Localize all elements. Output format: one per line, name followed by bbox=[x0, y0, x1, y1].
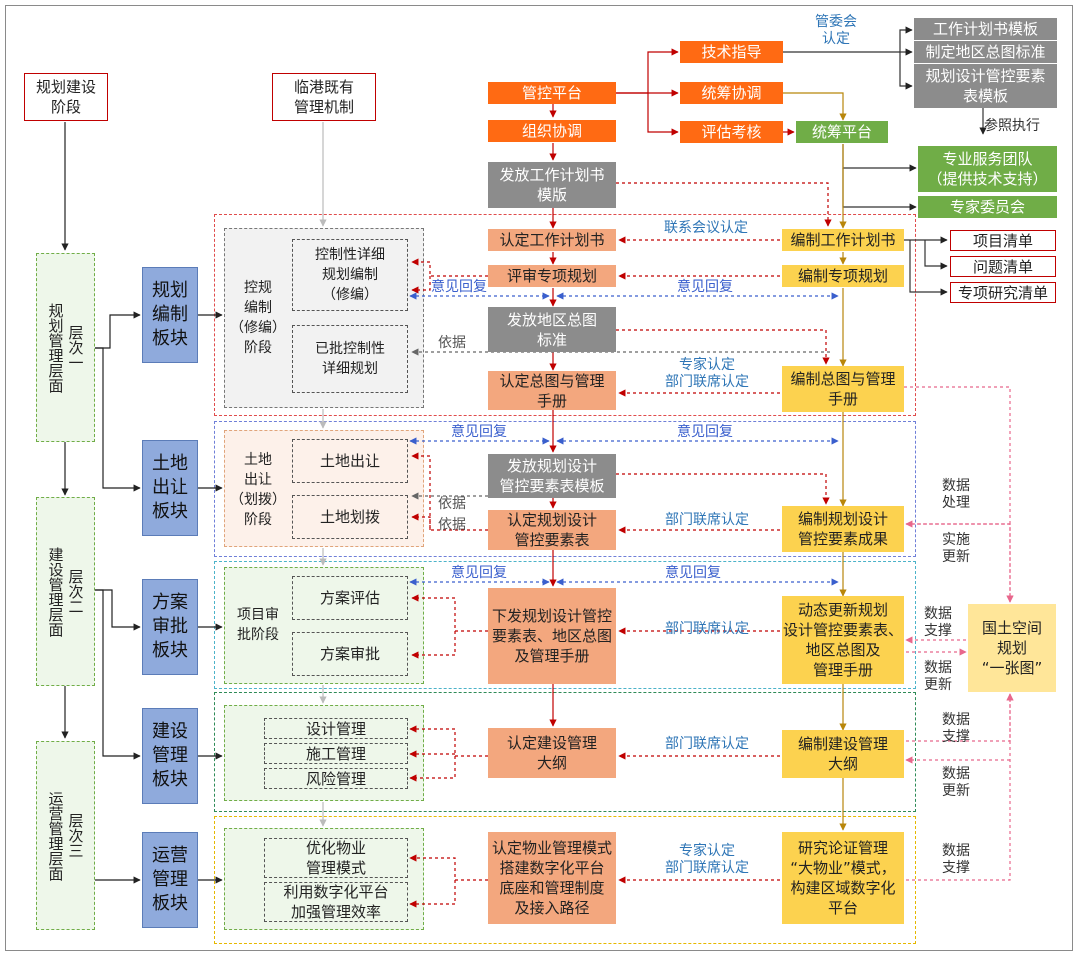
confirm-master-manual: 认定总图与管理 手册 bbox=[488, 371, 616, 410]
operate-phase-item-b: 利用数字化平台 加强管理效率 bbox=[264, 882, 408, 922]
operate-phase-panel bbox=[224, 828, 424, 930]
scheme-phase-item-a: 方案评估 bbox=[292, 576, 408, 620]
land-phase-item-b: 土地划拨 bbox=[292, 495, 408, 539]
confirm-construction-outline: 认定建设管理 大纲 bbox=[488, 728, 616, 778]
label-data-process: 数据 处理 bbox=[942, 478, 970, 511]
label-feedback-3b: 意见回复 bbox=[665, 565, 721, 581]
plan-phase-label: 控规 编制 （修编） 阶段 bbox=[230, 280, 286, 356]
module-operate: 运营 管理 板块 bbox=[142, 832, 198, 928]
label-expert-joint-1: 专家认定 部门联席认定 bbox=[665, 357, 749, 390]
level-two-label: 层次二 建设管理层面 bbox=[46, 546, 85, 637]
expert-committee: 专家委员会 bbox=[918, 196, 1057, 218]
label-basis-1: 依据 bbox=[438, 335, 466, 351]
draft-master-manual: 编制总图与管理 手册 bbox=[782, 366, 904, 412]
existing-mechanism-box: 临港既有 管理机制 bbox=[272, 73, 376, 121]
issue-master-standard: 发放地区总图 标准 bbox=[488, 307, 616, 352]
project-list: 项目清单 bbox=[950, 230, 1056, 251]
land-phase-label: 土地 出让 （划拨） 阶段 bbox=[230, 452, 286, 528]
evaluation-assessment: 评估考核 bbox=[680, 121, 783, 143]
label-data-support-3: 数据 支撑 bbox=[942, 843, 970, 876]
label-feedback-1a: 意见回复 bbox=[431, 279, 487, 295]
operate-phase-item-a: 优化物业 管理模式 bbox=[264, 838, 408, 878]
scheme-phase-label: 项目审 批阶段 bbox=[237, 607, 279, 643]
label-data-update-2: 数据 更新 bbox=[942, 766, 970, 799]
build-phase-item-c: 风险管理 bbox=[264, 768, 408, 789]
plan-phase-panel bbox=[224, 228, 424, 408]
scheme-phase-panel bbox=[224, 567, 424, 684]
professional-team: 专业服务团队 （提供技术支持） bbox=[918, 146, 1057, 192]
coordination-platform: 统筹平台 bbox=[796, 121, 888, 143]
label-feedback-3a: 意见回复 bbox=[451, 565, 507, 581]
confirm-work-plan: 认定工作计划书 bbox=[488, 229, 616, 251]
level-three-label: 层次三 运营管理层面 bbox=[46, 790, 85, 881]
issue-plan-template: 发放工作计划书 模版 bbox=[488, 162, 616, 208]
committee-recognition-label: 管委会 认定 bbox=[815, 14, 857, 47]
plan-phase-item-b: 已批控制性 详细规划 bbox=[292, 325, 408, 393]
label-feedback-2a: 意见回复 bbox=[451, 424, 507, 440]
label-expert-joint-2: 专家认定 部门联席认定 bbox=[665, 843, 749, 876]
label-impl-update: 实施 更新 bbox=[942, 532, 970, 565]
issue-element-template: 发放规划设计 管控要素表模板 bbox=[488, 454, 616, 498]
layer-scheme-region bbox=[214, 561, 916, 689]
label-data-support-1: 数据 支撑 bbox=[924, 606, 952, 639]
template-master-standard: 制定地区总图标准 bbox=[914, 41, 1057, 63]
overall-coordination: 统筹协调 bbox=[680, 82, 783, 104]
control-platform: 管控平台 bbox=[488, 82, 616, 104]
draft-special-plan: 编制专项规划 bbox=[782, 265, 904, 287]
dynamic-update: 动态更新规划 设计管控要素表、 地区总图及 管理手册 bbox=[782, 596, 904, 684]
module-plan: 规划 编制 板块 bbox=[142, 267, 198, 363]
organize-coordinate: 组织协调 bbox=[488, 120, 616, 142]
level-two-box: 层次二 建设管理层面 bbox=[36, 497, 95, 686]
technical-guidance: 技术指导 bbox=[680, 41, 783, 63]
label-joint-meeting: 联系会议认定 bbox=[664, 220, 748, 236]
layer-land-region bbox=[214, 421, 916, 557]
stage-box: 规划建设 阶段 bbox=[24, 73, 108, 121]
land-phase-panel bbox=[224, 430, 424, 547]
confirm-element-table: 认定规划设计 管控要素表 bbox=[488, 510, 616, 550]
label-data-update-1: 数据 更新 bbox=[924, 660, 952, 693]
template-work-plan: 工作计划书模板 bbox=[914, 18, 1057, 40]
research-list: 专项研究清单 bbox=[950, 282, 1056, 303]
plan-phase-item-a: 控制性详细 规划编制 （修编） bbox=[292, 239, 408, 311]
build-phase-item-a: 设计管理 bbox=[264, 718, 408, 739]
module-land: 土地 出让 板块 bbox=[142, 440, 198, 536]
draft-construction-outline: 编制建设管理 大纲 bbox=[782, 730, 904, 778]
layer-build-region bbox=[214, 692, 916, 812]
build-phase-item-b: 施工管理 bbox=[264, 743, 408, 764]
scheme-phase-item-b: 方案审批 bbox=[292, 632, 408, 676]
level-one-label: 层次一 规划管理层面 bbox=[46, 302, 85, 393]
label-dept-joint-1: 部门联席认定 bbox=[665, 512, 749, 528]
draft-element-results: 编制规划设计 管控要素成果 bbox=[782, 506, 904, 552]
land-phase-item-a: 土地出让 bbox=[292, 439, 408, 483]
module-build: 建设 管理 板块 bbox=[142, 708, 198, 804]
level-three-box: 层次三 运营管理层面 bbox=[36, 741, 95, 930]
template-control-elements: 规划设计管控要素 表模板 bbox=[914, 64, 1057, 108]
label-data-support-2: 数据 支撑 bbox=[942, 712, 970, 745]
label-feedback-2b: 意见回复 bbox=[677, 424, 733, 440]
level-one-box: 层次一 规划管理层面 bbox=[36, 253, 95, 442]
label-dept-joint-2: 部门联席认定 bbox=[665, 621, 749, 637]
reference-label: 参照执行 bbox=[984, 118, 1040, 134]
diagram-frame bbox=[5, 5, 1073, 951]
draft-work-plan: 编制工作计划书 bbox=[782, 229, 904, 251]
label-dept-joint-3: 部门联席认定 bbox=[665, 736, 749, 752]
label-basis-2: 依据 bbox=[438, 496, 466, 512]
confirm-property-model: 认定物业管理模式 搭建数字化平台 底座和管理制度 及接入路径 bbox=[488, 832, 616, 924]
label-feedback-1b: 意见回复 bbox=[677, 279, 733, 295]
issue-list: 问题清单 bbox=[950, 256, 1056, 277]
distribute-element-table: 下发规划设计管控 要素表、地区总图 及管理手册 bbox=[488, 588, 616, 684]
label-basis-3: 依据 bbox=[438, 517, 466, 533]
one-map: 国土空间 规划 “一张图” bbox=[968, 604, 1056, 692]
build-phase-panel bbox=[224, 705, 424, 801]
module-scheme: 方案 审批 板块 bbox=[142, 579, 198, 675]
research-property-model: 研究论证管理 “大物业”模式， 构建区域数字化 平台 bbox=[782, 832, 904, 924]
review-special-plan: 评审专项规划 bbox=[488, 265, 616, 287]
